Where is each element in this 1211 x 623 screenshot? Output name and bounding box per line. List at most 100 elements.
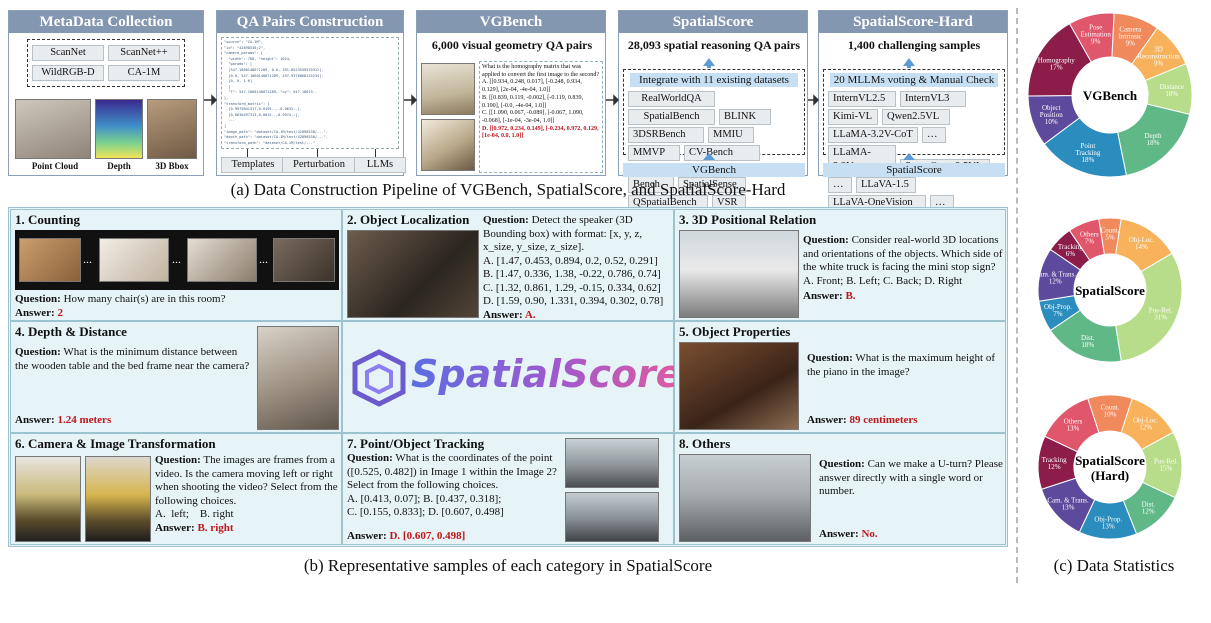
slice-label: Cam. & Trans.12% (1035, 270, 1076, 285)
camera-frame-2 (85, 456, 151, 542)
sample-title: 5. Object Properties (679, 324, 791, 339)
option: C. [0.155, 0.833]; D. [0.607, 0.498] (347, 506, 504, 518)
answer-value: 2 (57, 307, 63, 319)
frame-ellipsis: ... (83, 252, 92, 266)
tracking-image-1 (565, 438, 659, 488)
model-chip: LLaVA-1.5 (856, 177, 916, 193)
stats-caption: (c) Data Statistics (1053, 556, 1175, 575)
vgbench-title: VGBench (417, 11, 605, 33)
json-line: "source": "CA-1M", (224, 40, 263, 44)
counting-question: Question: How many chair(s) are in this … (15, 293, 226, 307)
dataset-chip: MMIU (708, 127, 754, 143)
answer-label: Answer: (803, 290, 843, 302)
frame-image (187, 238, 257, 282)
question-label: Question: (15, 293, 61, 305)
answer-label: Answer: (819, 528, 859, 540)
sample-title: 8. Others (679, 436, 731, 451)
tracking-answer: Answer: D. [0.607, 0.498] (347, 530, 465, 542)
model-chip: LLaMA-3.2V-CoT (828, 127, 918, 143)
pipeline-caption: (a) Data Construction Pipeline of VGBenc… (230, 180, 786, 199)
json-line: "width": 768, "height": 1024, (224, 56, 292, 61)
json-line: "image_path": "dataset/CA-1M/test/428985… (224, 129, 328, 134)
dataset-chip: CA-1M (108, 65, 180, 81)
pie-slice (1044, 397, 1100, 453)
json-line: }, (224, 95, 229, 100)
vgbench-question: What is the homography matrix that was a… (482, 64, 600, 78)
sample-others: 8. Others Question: Can we make a U-turn… (674, 433, 1006, 545)
properties-question: Question: What is the maximum height of … (807, 352, 1003, 379)
sample-title: 2. Object Localization (347, 212, 470, 227)
question-text: Can we make a U-turn? Please answer dire… (819, 458, 1003, 497)
llms-chip: LLMs (354, 157, 406, 173)
camera-text: Question: The images are frames from a v… (155, 454, 339, 535)
dataset-chip: SpatialBench (628, 109, 715, 125)
json-line: "camera_params": { (224, 51, 263, 56)
answer-value: 89 centimeters (849, 414, 918, 426)
sample-properties: 5. Object Properties Question: What is t… (674, 321, 1006, 433)
question-text: What is the maximum height of the piano … (807, 352, 996, 378)
qa-panel: QA Pairs Construction "source": "CA-1M",… (216, 10, 406, 176)
dataset-chip: 3DSRBench (628, 127, 704, 143)
voting-band: 20 MLLMs voting & Manual Check (830, 73, 998, 87)
json-line: ] (224, 84, 231, 89)
question-text: What is the coordinates of the point ([0… (347, 452, 557, 491)
json-line: ... (224, 118, 235, 123)
slice-label: Count.10% (1101, 404, 1120, 419)
tracking-image-2 (565, 492, 659, 542)
slice-label: Obj-Loc.14% (1129, 236, 1155, 251)
json-line: [547.1860148071289, 0.0, 391.85235595703… (224, 67, 324, 72)
json-line: [0.9979841317,0.0195..,-0.0632..], (224, 107, 302, 112)
sample-depth: 4. Depth & Distance Question: What is th… (10, 321, 342, 433)
model-chip: … (922, 127, 946, 143)
slice-label: Pos-Rel.31% (1149, 306, 1173, 321)
answer-value: B. (845, 290, 856, 302)
dataset-chip: MMVP (628, 145, 680, 161)
sample-camera: 6. Camera & Image Transformation Questio… (10, 433, 342, 545)
counting-answer: Answer: 2 (15, 307, 63, 319)
model-chip: InternVL2.5 (828, 91, 896, 107)
model-chip: InternVL3 (900, 91, 966, 107)
arrow-up (247, 149, 248, 157)
json-line: "depth_path": "dataset/CA-1M/test/428985… (224, 135, 328, 140)
vgbench-option: A. [[0.934, 0.248, 0.017], [-0.248, 0.93… (482, 79, 582, 94)
vgbench-image-2 (421, 119, 475, 171)
bbox-image (147, 99, 197, 159)
others-image (679, 454, 811, 542)
options: A. left; B. right (155, 508, 234, 520)
option: C. [1.32, 0.861, 1.29, -0.15, 0.334, 0.6… (483, 281, 661, 294)
answer-label: Answer: (483, 308, 523, 321)
chart-title: VGBench (1083, 88, 1138, 103)
sample-title: 7. Point/Object Tracking (347, 436, 485, 451)
point-cloud-image (15, 99, 91, 159)
others-question: Question: Can we make a U-turn? Please a… (819, 458, 1003, 499)
label-depth: Depth (107, 161, 131, 171)
camera-frame-1 (15, 456, 81, 542)
samples-caption: (b) Representative samples of each categ… (303, 556, 713, 575)
metadata-title: MetaData Collection (9, 11, 203, 33)
answer-value: B. right (197, 521, 234, 534)
question-text: What is the minimum distance between the… (15, 346, 250, 372)
spatialscore-source-band: SpatialScore (823, 163, 1005, 177)
frame-ellipsis: ... (172, 252, 181, 266)
json-code: "source": "CA-1M","id": "42898538/2","ca… (221, 37, 399, 149)
properties-image (679, 342, 799, 430)
answer-value: 1.24 meters (57, 414, 112, 426)
hard-panel: SpatialScore-Hard 1,400 challenging samp… (818, 10, 1008, 211)
qa-title: QA Pairs Construction (217, 11, 403, 33)
json-line: [0.0630497313,0.0012..,0.9974..], (224, 112, 300, 117)
answer-label: Answer: (15, 414, 55, 426)
column-divider (1016, 8, 1018, 583)
sample-counting: 1. Counting ... ... ... Question: How ma… (10, 209, 342, 321)
question-label: Question: (483, 214, 529, 226)
vgbench-option: C. [[1.090, 0.067, -0.089], [-0.067, 1.0… (482, 110, 584, 124)
vgbench-panel: VGBench 6,000 visual geometry QA pairs W… (416, 10, 606, 176)
model-chip: … (828, 177, 852, 193)
question-label: Question: (155, 454, 201, 466)
localization-text: Question: Detect the speaker (3D Boundin… (483, 214, 673, 322)
film-strip: ... ... ... (15, 230, 339, 290)
